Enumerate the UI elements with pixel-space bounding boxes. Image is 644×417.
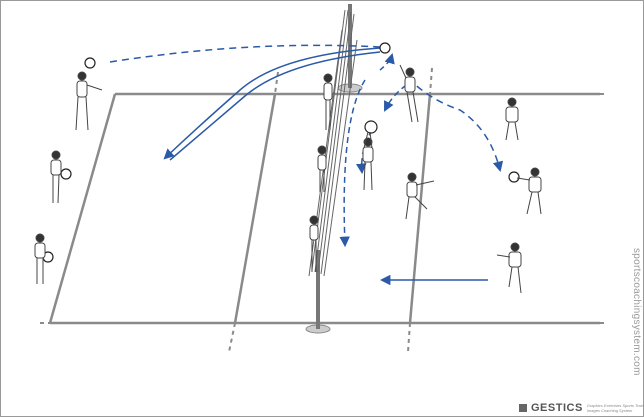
ball [84, 57, 96, 69]
player [505, 97, 519, 141]
pass-arrow-right [407, 77, 504, 173]
ball [364, 120, 378, 134]
player [496, 242, 522, 294]
brand-name: GESTICS [531, 402, 583, 414]
player [317, 145, 327, 192]
down-arrow [339, 79, 366, 248]
left-sideline [48, 93, 117, 324]
balls [42, 42, 520, 263]
player [362, 131, 374, 191]
brand-tagline: Graphics Exercises Sports Training Image… [586, 403, 644, 413]
attack-arrow-outer [163, 47, 381, 160]
brand-logo: GESTICS Graphics Exercises Sports Traini… [519, 402, 644, 414]
player [323, 73, 333, 130]
court-lines [48, 92, 600, 325]
ball [508, 171, 520, 183]
player [405, 172, 435, 220]
gestics-logo-icon [519, 404, 527, 412]
players [34, 64, 542, 294]
ball [60, 168, 72, 180]
player [34, 233, 46, 284]
line-extensions [40, 67, 608, 353]
watermark-text: sportscoachingsystem.com [631, 248, 642, 376]
player [309, 215, 319, 272]
left-attack-line [233, 93, 277, 324]
serve-path-arrow [109, 44, 381, 63]
player [50, 150, 62, 204]
movement-arrows [109, 44, 504, 286]
right-attack-line [408, 93, 432, 324]
up-arrow [379, 52, 395, 71]
ball [379, 42, 391, 54]
player [75, 71, 103, 131]
player [516, 167, 542, 215]
attack-arrow-inner [169, 51, 381, 161]
player [399, 64, 419, 123]
